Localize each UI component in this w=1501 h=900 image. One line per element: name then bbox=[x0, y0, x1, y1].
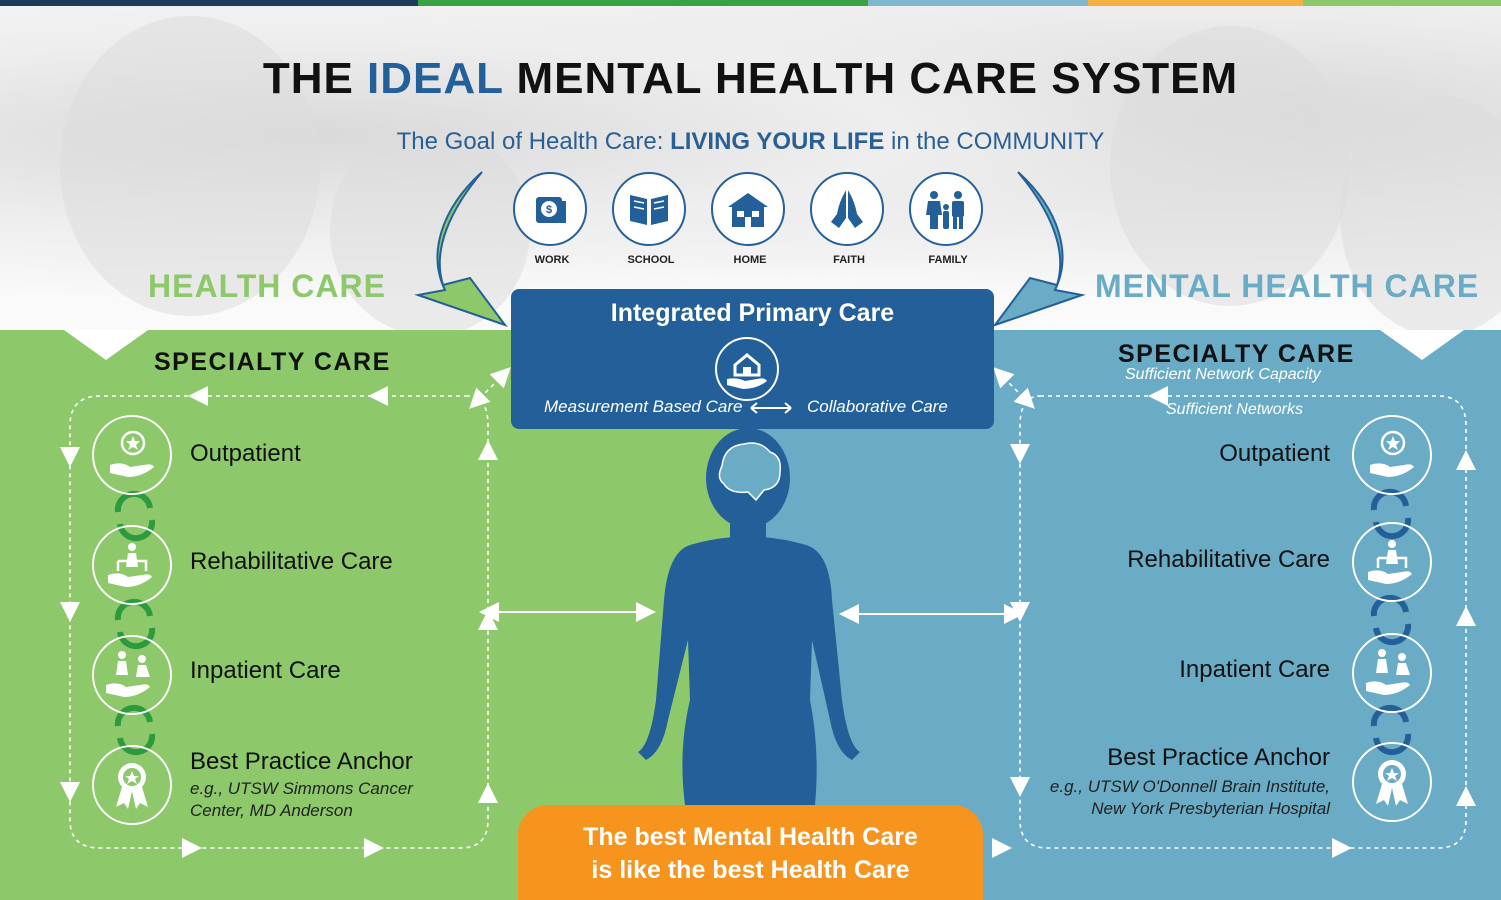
bar-segment-green bbox=[418, 0, 868, 6]
left-dashed-loop bbox=[69, 395, 489, 849]
star-hand-icon bbox=[92, 415, 172, 495]
double-arrow-icon bbox=[750, 402, 792, 414]
left-rehabilitative-label: Rehabilitative Care bbox=[190, 548, 393, 575]
svg-text:$: $ bbox=[546, 204, 552, 216]
brain-icon bbox=[718, 442, 782, 502]
rehab-hand-icon bbox=[1352, 522, 1432, 602]
right-inpatient-label: Inpatient Care bbox=[1179, 656, 1330, 683]
praying-hands-icon bbox=[810, 172, 884, 246]
health-care-title: HEALTH CARE bbox=[148, 268, 386, 304]
left-note-line-1: e.g., UTSW Simmons Cancer bbox=[190, 779, 413, 798]
sufficient-networks-label: Sufficient Networks bbox=[1166, 401, 1303, 418]
award-ribbon-icon bbox=[92, 745, 172, 825]
house-icon bbox=[711, 172, 785, 246]
right-example-note: e.g., UTSW O'Donnell Brain Institute, Ne… bbox=[990, 776, 1330, 820]
measurement-based-care-label: Measurement Based Care bbox=[544, 397, 743, 416]
award-ribbon-icon bbox=[1352, 742, 1432, 822]
page-title: THE IDEAL MENTAL HEALTH CARE SYSTEM bbox=[262, 54, 1239, 103]
right-best-practice-label: Best Practice Anchor bbox=[1107, 744, 1330, 771]
right-note-line-1: e.g., UTSW O'Donnell Brain Institute, bbox=[1049, 777, 1330, 796]
ipc-connector-left-tail bbox=[469, 387, 491, 409]
collaborative-care-label: Collaborative Care bbox=[807, 397, 948, 416]
left-note-line-2: Center, MD Anderson bbox=[190, 801, 353, 820]
ipc-connector-right-head bbox=[1013, 387, 1035, 409]
community-label-school: SCHOOL bbox=[627, 254, 675, 266]
mental-health-care-title: MENTAL HEALTH CARE bbox=[1095, 268, 1480, 304]
bar-segment-navy bbox=[0, 0, 418, 6]
left-example-note: e.g., UTSW Simmons Cancer Center, MD And… bbox=[190, 778, 413, 822]
conclusion-line-1: The best Mental Health Care bbox=[583, 823, 918, 851]
ipc-connector-right-tail bbox=[993, 367, 1015, 389]
bar-segment-orange bbox=[1088, 0, 1303, 6]
left-inpatient-label: Inpatient Care bbox=[190, 657, 341, 684]
hero-background bbox=[0, 6, 1501, 330]
star-hand-icon bbox=[1352, 415, 1432, 495]
rehab-hand-icon bbox=[92, 525, 172, 605]
caregiver-hand-icon bbox=[92, 635, 172, 715]
big-arrow-blue bbox=[992, 171, 1086, 328]
ipc-connector-left-head bbox=[489, 367, 511, 389]
big-arrow-green bbox=[414, 171, 508, 328]
network-capacity-label: Sufficient Network Capacity bbox=[1125, 366, 1321, 383]
integrated-primary-care-box: Integrated Primary Care Measurement Base… bbox=[511, 289, 994, 429]
left-specialty-care-title: SPECIALTY CARE bbox=[154, 348, 391, 376]
panel-notch-right bbox=[1380, 330, 1464, 360]
caregiver-hand-icon bbox=[1352, 633, 1432, 713]
community-label-work: WORK bbox=[534, 254, 570, 266]
bar-segment-lightgreen bbox=[1303, 0, 1501, 6]
left-best-practice-label: Best Practice Anchor bbox=[190, 748, 413, 775]
conclusion-box: The best Mental Health Care is like the … bbox=[518, 805, 983, 900]
ipc-title: Integrated Primary Care bbox=[610, 299, 895, 327]
title-highlight: IDEAL bbox=[367, 54, 504, 103]
community-label-faith: FAITH bbox=[833, 254, 865, 266]
right-dashed-loop bbox=[1019, 395, 1467, 849]
family-icon bbox=[909, 172, 983, 246]
right-specialty-care-title: SPECIALTY CARE bbox=[1118, 340, 1355, 368]
book-icon bbox=[612, 172, 686, 246]
money-stack-icon: $ bbox=[513, 172, 587, 246]
community-label-family: FAMILY bbox=[928, 254, 968, 266]
hand-house-icon bbox=[715, 337, 779, 401]
panel-notch-left bbox=[64, 330, 148, 360]
goal-emphasis: LIVING YOUR LIFE bbox=[670, 128, 885, 155]
left-outpatient-label: Outpatient bbox=[190, 440, 301, 467]
right-outpatient-label: Outpatient bbox=[1219, 440, 1330, 467]
goal-statement: The Goal of Health Care: LIVING YOUR LIF… bbox=[396, 128, 1105, 155]
right-rehabilitative-label: Rehabilitative Care bbox=[1127, 546, 1330, 573]
bar-segment-lightblue bbox=[868, 0, 1088, 6]
conclusion-line-2: is like the best Health Care bbox=[591, 856, 910, 884]
top-color-bar bbox=[0, 0, 1501, 6]
right-note-line-2: New York Presbyterian Hospital bbox=[1091, 799, 1330, 818]
community-label-home: HOME bbox=[733, 254, 767, 266]
